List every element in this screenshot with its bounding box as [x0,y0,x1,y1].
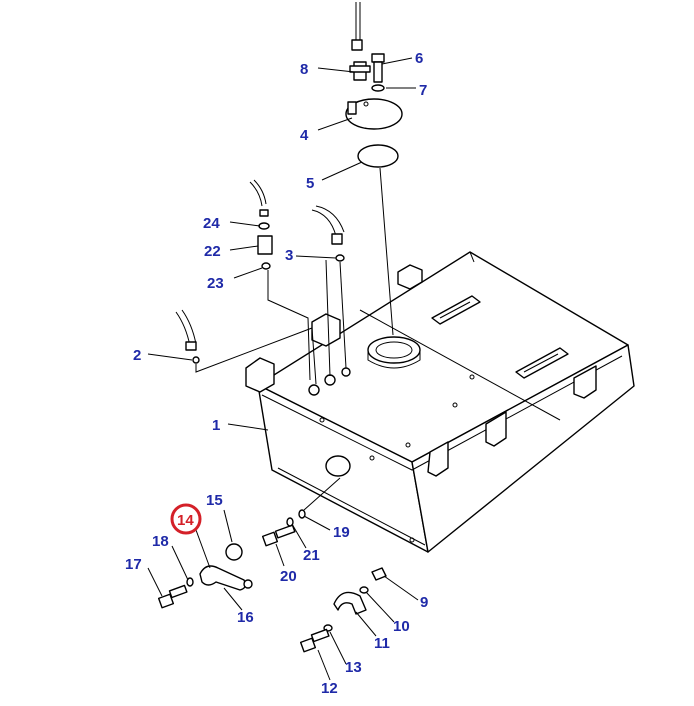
callout-11: 11 [374,635,390,652]
hose-group-left [175,309,317,385]
callout-16: 16 [237,609,254,626]
callout-1: 1 [212,417,220,434]
tank-side-bracket-1 [427,441,449,477]
callout-13: 13 [345,659,362,676]
tank-bracket-top [397,264,423,290]
clamp-bracket [333,591,367,615]
tank-side-bracket-2 [485,411,507,447]
callout-22: 22 [204,243,221,260]
callout-8: 8 [300,61,308,78]
gauge-cap [225,543,243,561]
tank-port-c [308,384,320,396]
lower-clamp-hardware [299,567,387,653]
tank-port-a [324,374,336,386]
tank-bracket-rear [311,313,341,347]
gasket [357,144,399,168]
callout-21: 21 [303,547,320,564]
callout-17: 17 [125,556,142,573]
fuel-tank [245,251,635,553]
callout-4: 4 [300,127,309,144]
callout-24: 24 [203,215,220,232]
tank-port-b [341,367,351,377]
highlight-ring [170,503,202,535]
callout-23: 23 [207,275,224,292]
callout-10: 10 [393,618,410,635]
cover-assembly [345,2,403,336]
hose-group-center [311,205,347,377]
callout-18: 18 [152,533,169,550]
callout-7: 7 [419,82,427,99]
gauge-clamp [199,565,247,591]
tank-gauge-opening [325,455,351,477]
tank-side-bracket-3 [573,365,597,399]
gauge-hardware [157,477,341,609]
leader-lines [147,57,419,681]
callout-12: 12 [321,680,338,697]
callout-9: 9 [420,594,428,611]
callout-19: 19 [333,524,350,541]
callout-15: 15 [206,492,223,509]
tank-right-face [411,344,635,553]
callout-2: 2 [133,347,141,364]
callout-6: 6 [415,50,423,67]
tank-bracket-left [245,357,275,393]
bolt-head [371,53,385,63]
fitting-group-left [249,179,311,381]
callout-5: 5 [306,175,314,192]
washer [371,84,385,92]
callout-14: 14 [177,512,194,529]
callout-3: 3 [285,247,293,264]
callout-labels: 1 2 3 4 5 6 7 8 9 10 11 12 13 14 15 16 1… [125,50,428,697]
callout-20: 20 [280,568,297,585]
tank-filler-neck [367,336,421,364]
connector-body [257,235,273,255]
cover-plate [345,98,403,130]
